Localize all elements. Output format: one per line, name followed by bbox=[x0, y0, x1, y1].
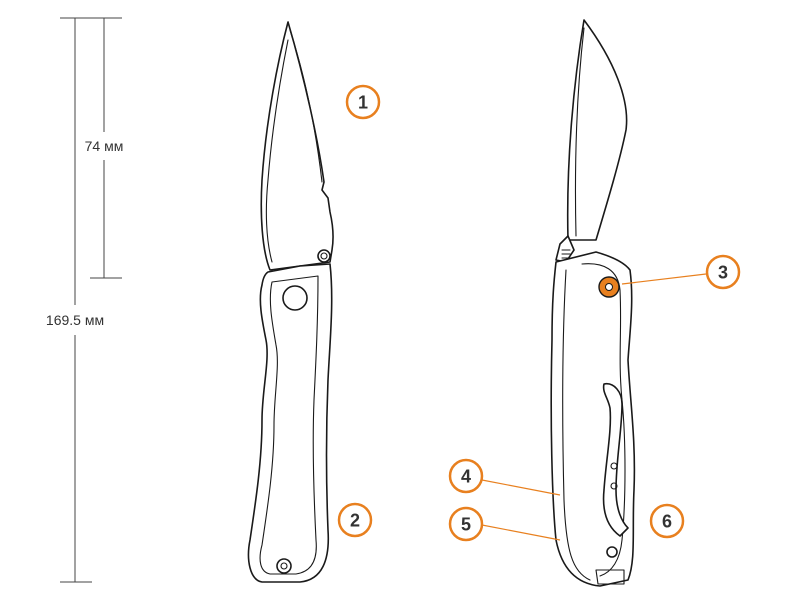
front-handle bbox=[247, 263, 333, 583]
callout-6-label: 6 bbox=[662, 512, 672, 532]
callout-1: 1 bbox=[345, 84, 381, 120]
knife-front-view bbox=[247, 21, 334, 583]
thumb-stud-icon bbox=[317, 249, 331, 263]
callout-4-label: 4 bbox=[461, 467, 471, 487]
front-blade bbox=[260, 21, 334, 271]
clip-screw-1 bbox=[610, 462, 618, 470]
blade-length-label: 74 мм bbox=[85, 138, 124, 154]
side-blade-grind bbox=[574, 27, 585, 237]
callout-3: 3 bbox=[705, 254, 741, 290]
callout-4-circle bbox=[448, 458, 484, 494]
side-lanyard-icon bbox=[606, 546, 618, 558]
leader-3 bbox=[621, 273, 707, 285]
callout-3-circle bbox=[705, 254, 741, 290]
front-blade-swedge bbox=[289, 29, 323, 183]
knife-side-view bbox=[550, 19, 636, 587]
callout-5: 5 bbox=[448, 506, 484, 542]
leader-4 bbox=[481, 479, 561, 496]
lanyard-hole-icon bbox=[276, 558, 292, 574]
callout-6-circle bbox=[649, 503, 685, 539]
callout-2: 2 bbox=[337, 502, 373, 538]
callout-1-label: 1 bbox=[358, 93, 368, 113]
callout-2-label: 2 bbox=[350, 511, 360, 531]
thumb-stud-inner bbox=[320, 252, 328, 260]
callout-4: 4 bbox=[448, 458, 484, 494]
side-butt bbox=[595, 569, 625, 585]
callout-6: 6 bbox=[649, 503, 685, 539]
callout-2-circle bbox=[337, 502, 373, 538]
callout-5-circle bbox=[448, 506, 484, 542]
callout-5-label: 5 bbox=[461, 515, 471, 535]
pocket-clip bbox=[602, 382, 629, 537]
side-pivot-center bbox=[605, 283, 613, 291]
dimension-group: 74 мм 169.5 мм bbox=[46, 17, 124, 583]
front-pivot-icon bbox=[282, 285, 308, 311]
callout-leaders bbox=[481, 273, 707, 541]
callout-1-circle bbox=[345, 84, 381, 120]
front-blade-bevel bbox=[265, 39, 289, 263]
side-liner bbox=[562, 269, 591, 581]
leader-5 bbox=[481, 524, 561, 541]
callout-3-label: 3 bbox=[718, 263, 728, 283]
lanyard-hole-inner bbox=[280, 562, 288, 570]
side-blade bbox=[566, 19, 628, 241]
clip-screw-2 bbox=[610, 482, 618, 490]
front-handle-inner bbox=[259, 275, 319, 575]
callouts: 1 2 3 4 5 6 bbox=[337, 84, 741, 542]
overall-length-label: 169.5 мм bbox=[46, 312, 104, 328]
